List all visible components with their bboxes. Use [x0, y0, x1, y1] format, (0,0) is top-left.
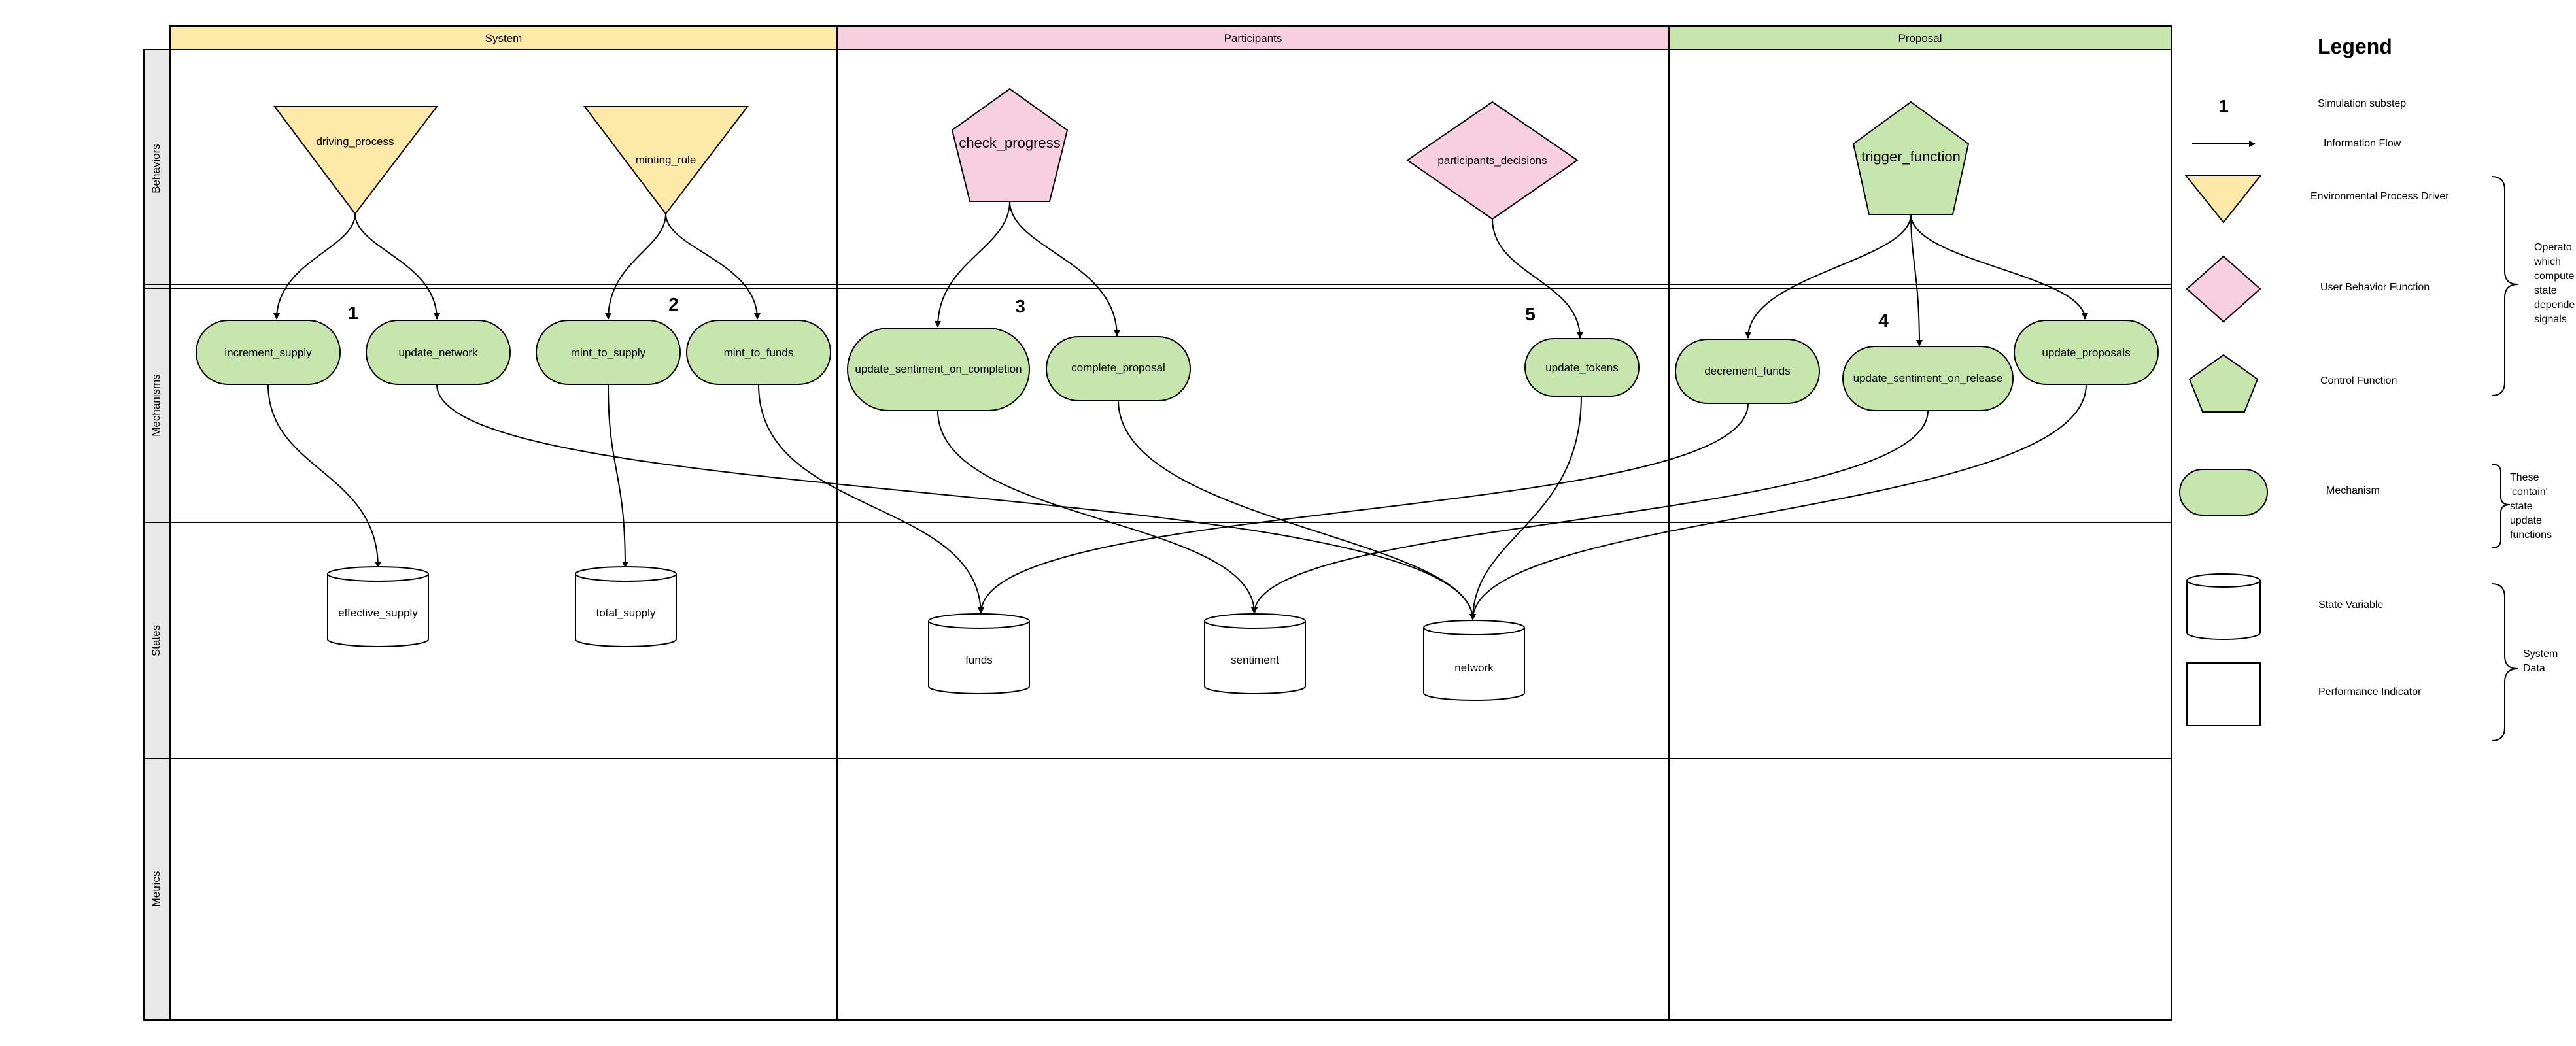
mechanism-update-sentiment-on-completion: update_sentiment_on_completion — [847, 328, 1030, 411]
behavior-trigger-function: trigger_function — [1852, 101, 1970, 215]
grid — [144, 49, 2172, 1021]
row-label-behaviors: Behaviors — [150, 144, 162, 194]
behavior-driving-process: driving_process — [273, 106, 439, 215]
state-total-supply: total_supply — [575, 566, 677, 647]
mechanism-connectors — [267, 384, 2087, 620]
legend-mechanism-label: Mechanism — [2326, 485, 2380, 496]
svg-text:increment_supply: increment_supply — [224, 346, 312, 359]
legend-flow-label: Information Flow — [2324, 138, 2401, 149]
mechanism-increment-supply: increment_supply — [196, 320, 341, 385]
svg-text:update_network: update_network — [399, 346, 478, 359]
state-network: network — [1423, 620, 1525, 701]
svg-text:sentiment: sentiment — [1231, 654, 1279, 666]
legend-title: Legend — [2318, 35, 2392, 58]
row-label-states: States — [150, 625, 162, 656]
mechanism-complete-proposal: complete_proposal — [1046, 336, 1191, 401]
state-funds: funds — [928, 613, 1030, 694]
legend-operator-note: Operato which compute state depende sign… — [2533, 242, 2576, 325]
mechanism-update-network: update_network — [366, 320, 511, 385]
row-label-metrics: Metrics — [150, 871, 162, 907]
mechanism-mint-to-supply: mint_to_supply — [536, 320, 681, 385]
svg-text:participants_decisions: participants_decisions — [1437, 154, 1547, 167]
substep-5: 5 — [1525, 304, 1536, 324]
svg-text:update_sentiment_on_release: update_sentiment_on_release — [1853, 372, 2003, 384]
svg-text:effective_supply: effective_supply — [338, 607, 418, 619]
svg-text:minting_rule: minting_rule — [636, 154, 696, 166]
substep-1: 1 — [348, 303, 358, 323]
legend-brace-mechanism — [2491, 464, 2511, 548]
state-effective-supply: effective_supply — [327, 566, 429, 647]
mechanism-update-proposals: update_proposals — [2014, 320, 2159, 385]
legend-state-var-label: State Variable — [2318, 599, 2383, 611]
legend-state-var-shape — [2186, 573, 2261, 640]
lane-header-proposal — [1668, 25, 2172, 50]
row-label-bar: Behaviors Mechanisms States Metrics — [143, 49, 171, 1021]
legend-substep-label: Simulation substep — [2318, 98, 2406, 109]
svg-text:trigger_function: trigger_function — [1861, 148, 1961, 165]
svg-text:decrement_funds: decrement_funds — [1704, 365, 1790, 377]
substep-3: 3 — [1015, 296, 1025, 316]
legend-substep-symbol: 1 — [2218, 96, 2229, 116]
mechanism-update-tokens: update_tokens — [1524, 338, 1640, 397]
legend-env-driver-label: Environmental Process Driver — [2310, 191, 2449, 202]
lane-header-system — [169, 25, 838, 50]
svg-text:complete_proposal: complete_proposal — [1071, 362, 1165, 374]
lane-label-proposal: Proposal — [1898, 32, 1942, 44]
legend-mechanism-shape — [2179, 469, 2268, 516]
svg-text:update_proposals: update_proposals — [2042, 346, 2130, 359]
legend-perf-indicator-shape — [2186, 662, 2261, 726]
legend-mechanism-note: These 'contain' state update functions — [2510, 472, 2552, 541]
substep-4: 4 — [1878, 311, 1889, 331]
legend-env-driver-shape — [2184, 175, 2263, 224]
legend-system-note: System Data — [2523, 649, 2561, 674]
state-sentiment: sentiment — [1204, 613, 1306, 694]
lane-headers: System Participants Proposal — [169, 25, 2172, 50]
lane-label-participants: Participants — [1224, 32, 1282, 44]
svg-text:update_sentiment_on_completion: update_sentiment_on_completion — [855, 363, 1022, 375]
mechanism-update-sentiment-on-release: update_sentiment_on_release — [1842, 346, 2014, 411]
mechanism-decrement-funds: decrement_funds — [1675, 339, 1820, 404]
legend-control-label: Control Function — [2320, 375, 2397, 386]
legend: Legend 1 Simulation substep Information … — [2179, 35, 2576, 741]
svg-text:check_progress: check_progress — [959, 135, 1060, 151]
substep-2: 2 — [668, 294, 679, 314]
behavior-connectors — [273, 201, 2088, 346]
behavior-participants-decisions: participants_decisions — [1406, 101, 1579, 220]
row-label-mechanisms: Mechanisms — [150, 374, 162, 436]
behavior-minting-rule: minting_rule — [583, 106, 749, 215]
legend-control-shape — [2188, 354, 2259, 413]
svg-text:update_tokens: update_tokens — [1545, 362, 1619, 374]
legend-brace-system — [2491, 583, 2518, 741]
svg-text:mint_to_supply: mint_to_supply — [571, 346, 646, 359]
svg-text:network: network — [1454, 662, 1494, 674]
legend-brace-operators — [2491, 176, 2518, 396]
svg-text:total_supply: total_supply — [596, 607, 656, 619]
svg-text:mint_to_funds: mint_to_funds — [724, 346, 794, 359]
legend-user-behavior-label: User Behavior Function — [2320, 282, 2430, 293]
mechanism-mint-to-funds: mint_to_funds — [686, 320, 831, 385]
svg-text:funds: funds — [965, 654, 993, 666]
svg-text:driving_process: driving_process — [316, 135, 394, 148]
lane-label-system: System — [485, 32, 523, 44]
behavior-check-progress: check_progress — [951, 88, 1069, 202]
legend-perf-indicator-label: Performance Indicator — [2318, 686, 2422, 698]
legend-user-behavior-shape — [2186, 255, 2261, 323]
